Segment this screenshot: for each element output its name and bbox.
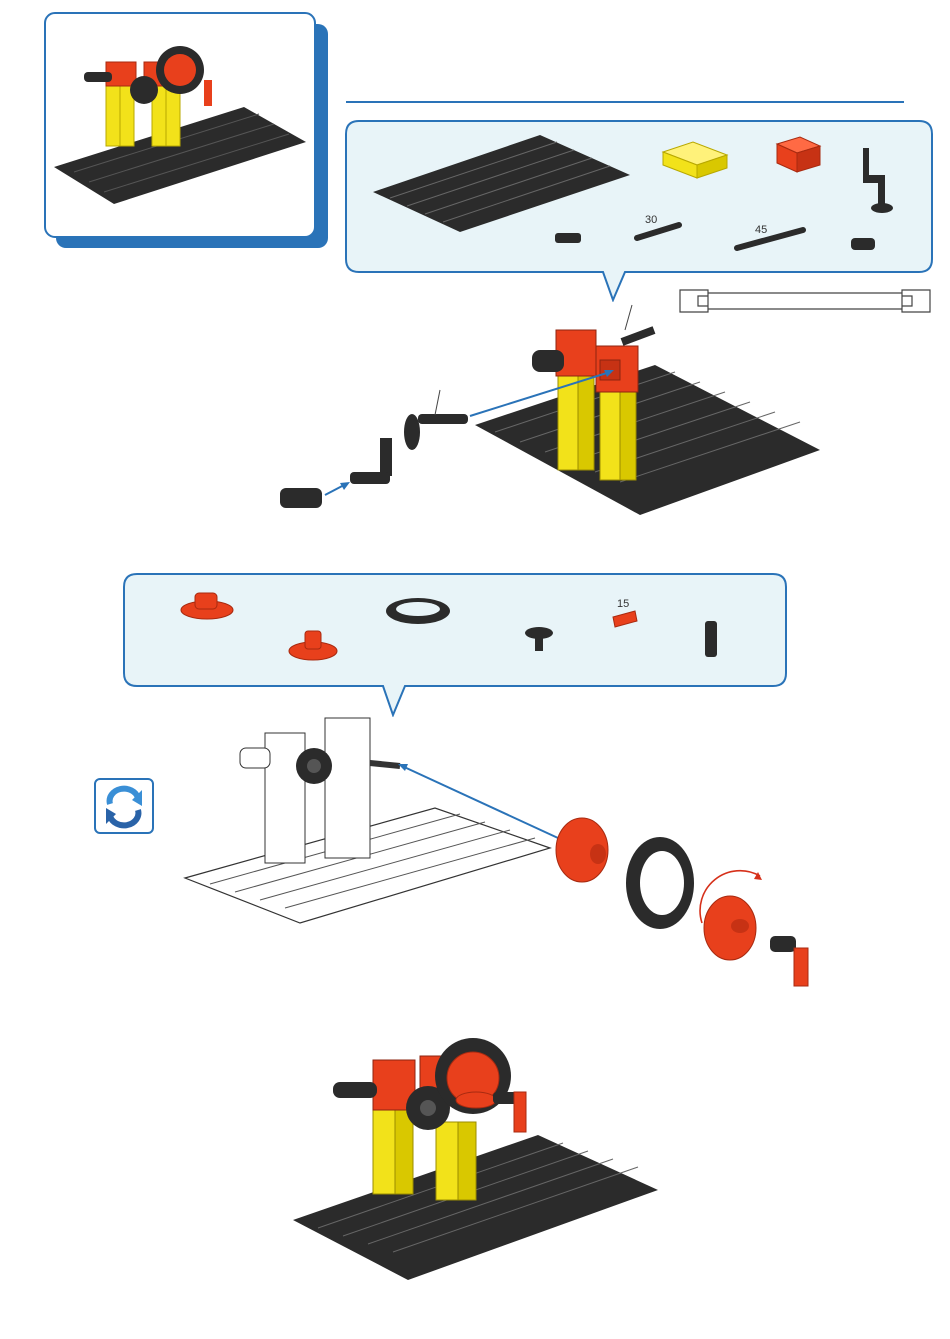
part-bushing: [705, 621, 717, 657]
rotate-arrows-icon: [94, 778, 156, 836]
assembly-step-2: [180, 708, 830, 998]
header-rule: [346, 101, 904, 103]
part-ring-gear: [386, 598, 450, 624]
axle-30-label: 30: [645, 214, 657, 226]
preview-thumbnail: [44, 12, 330, 250]
axle-45-label: 45: [755, 224, 767, 236]
assembly-step-1: [270, 300, 830, 540]
parts-panel-2: 15: [123, 573, 787, 717]
part-cylinder: [851, 238, 875, 250]
final-assembly: [288, 1030, 668, 1290]
part-small-rod: [555, 233, 581, 243]
clip-axle-15-label: 15: [617, 598, 629, 610]
parts-panel-1: 30 45: [345, 120, 933, 302]
